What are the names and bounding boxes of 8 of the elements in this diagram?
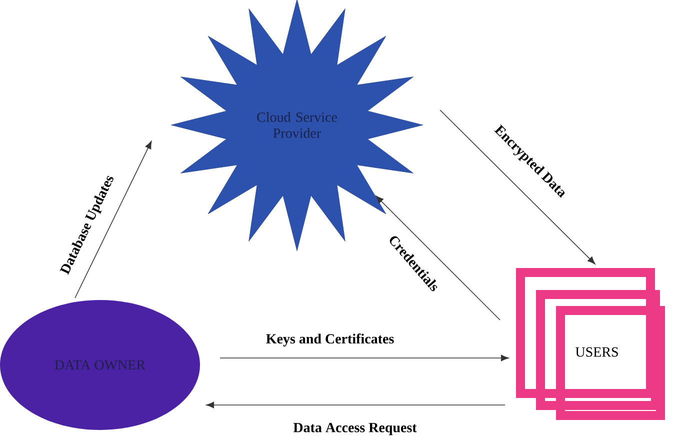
arrow <box>440 110 596 264</box>
frames-drawing: USERS <box>516 268 665 420</box>
edge-label: Keys and Certificates <box>266 334 394 346</box>
arrow <box>220 354 509 362</box>
edge-label: Data Access Request <box>293 422 417 436</box>
arrow <box>376 196 500 320</box>
arrow <box>206 402 506 408</box>
arrow <box>74 141 152 298</box>
